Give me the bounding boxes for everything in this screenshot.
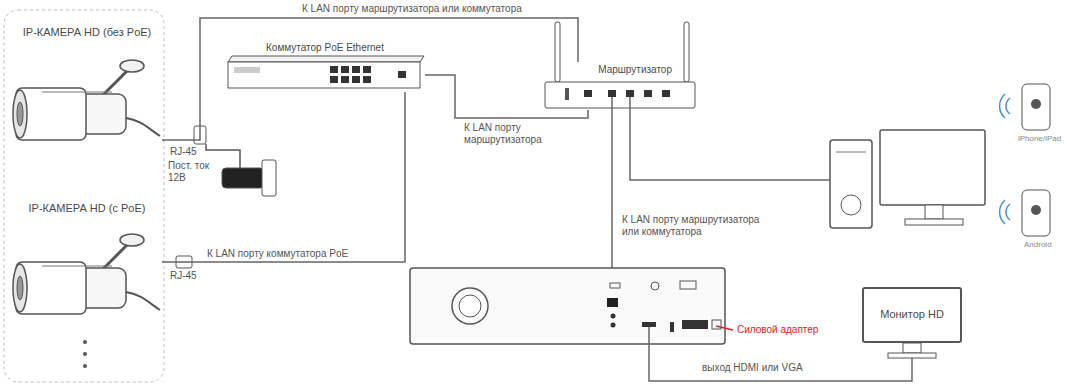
monitor-stand [888,343,936,358]
node-label: Монитор HD [868,308,956,321]
router-box: Маршрутизатор [540,62,700,110]
iphone-icon [1000,84,1050,130]
network-cable [425,75,588,118]
wall-socket [262,160,276,196]
device-label: iPhone/iPad [1016,134,1063,144]
node-label: IP-КАМЕРА HD (с PoE) [16,202,158,215]
android-icon [1000,190,1050,236]
camera-box: IP-КАМЕРА HD (без PoE) [12,22,162,157]
camera-poe [13,234,160,314]
cable-label: К LAN порту маршрутизатора или коммутато… [300,3,524,15]
camera-box: IP-КАМЕРА HD (с PoE) [12,198,162,328]
nvr-recorder [410,268,725,344]
connector-label: RJ-45 [168,270,199,282]
monitor-screen: Монитор HD [862,287,962,343]
router [545,22,695,108]
desktop-pc [830,130,985,228]
more-dots [83,340,87,368]
connector-label: RJ-45 [168,146,199,158]
switch-box: Коммутатор PoE Ethernet [225,40,425,92]
cable-label: К LAN порту коммутатора PoE [205,248,350,260]
camera-group [4,10,164,382]
node-label: Коммутатор PoE Ethernet [229,42,421,54]
node-label: IP-КАМЕРА HD (без PoE) [16,26,158,39]
pc-cable [630,97,830,180]
cable-note: К LAN порту маршрутизатора или коммутато… [620,214,774,238]
node-label: Маршрутизатор [544,64,672,76]
power-adapter-cable [716,326,733,330]
video-output-label: выход HDMI или VGA [700,362,805,374]
power-adapter-label: Силовой адаптер [735,324,820,336]
power-label: Пост. ток 12В [166,160,216,184]
cable-label: К LAN порту маршрутизатора [462,122,562,146]
poe-switch [228,56,424,88]
device-label: Android [1022,240,1054,250]
network-cable [162,92,405,262]
camera-no-poe [13,60,160,140]
power-adapter [222,168,264,188]
